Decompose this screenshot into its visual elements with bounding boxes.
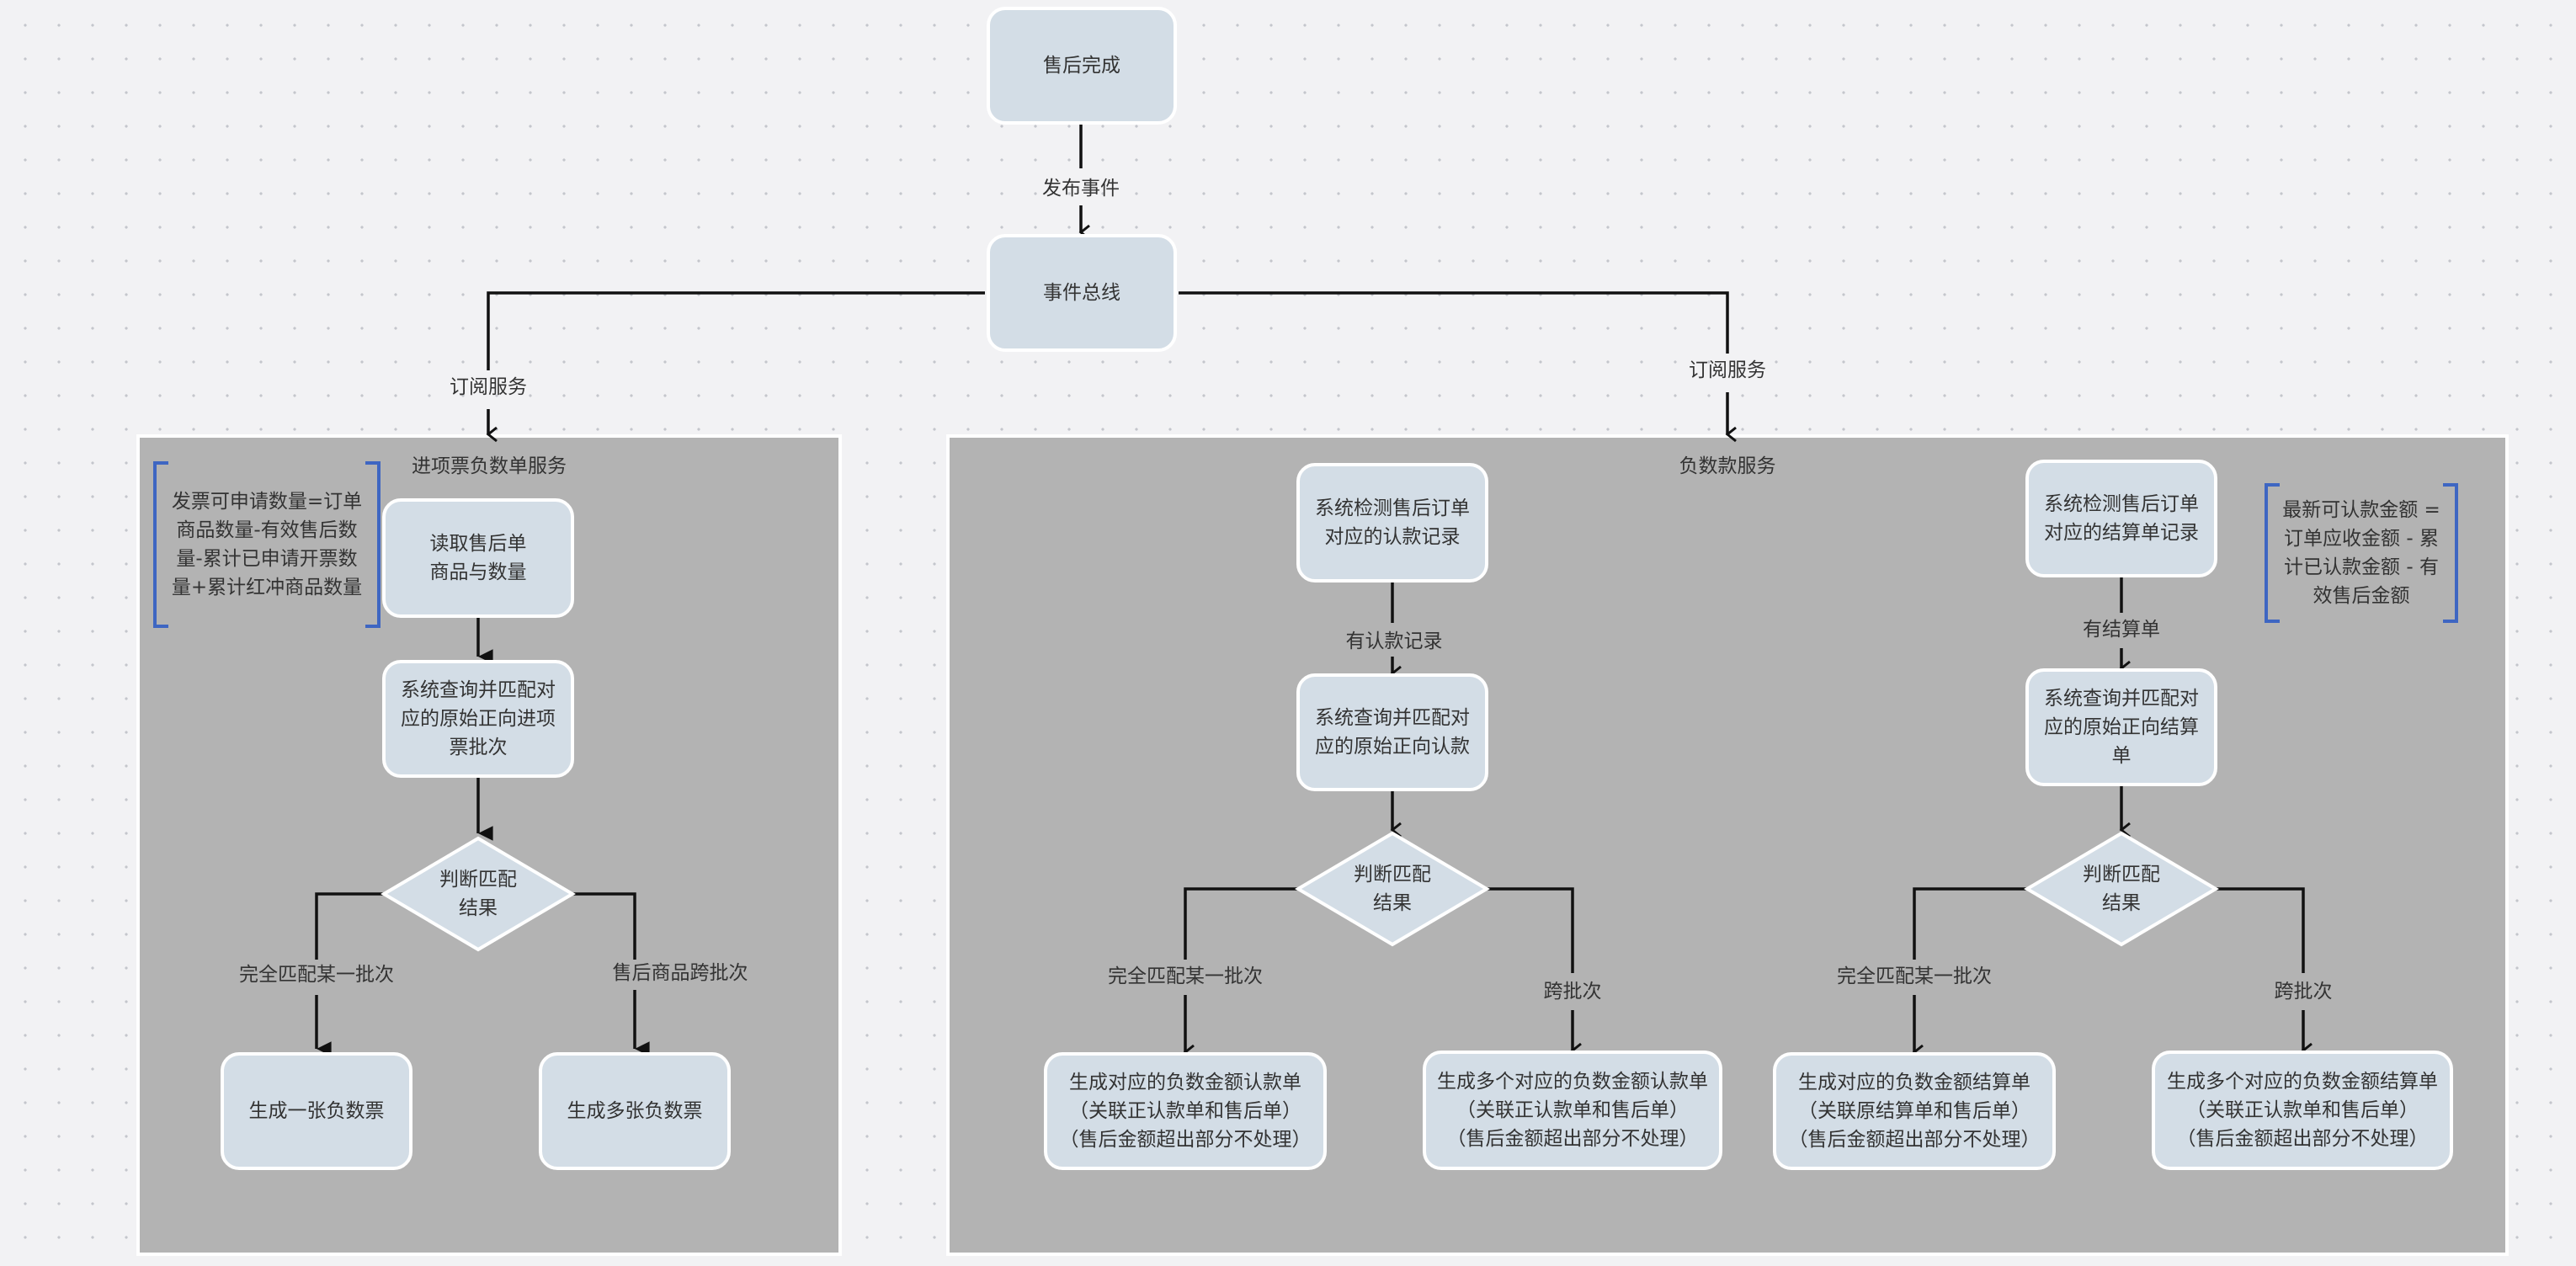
one-negative-invoice-node[interactable]: 生成一张负数票 bbox=[221, 1052, 412, 1170]
invoice-service-title: 进项票负数单服务 bbox=[412, 455, 567, 477]
label-full-match-left: 完全匹配某一批次 bbox=[239, 964, 394, 986]
gen-neg-settlement-node[interactable]: 生成对应的负数金额结算单 （关联原结算单和售后单） （售后金额超出部分不处理） bbox=[1773, 1052, 2056, 1170]
query-claim-node[interactable]: 系统查询并匹配对 应的原始正向认款 bbox=[1296, 673, 1488, 791]
label-cross-batch-right: 跨批次 bbox=[2274, 981, 2333, 1003]
label-has-claim: 有认款记录 bbox=[1345, 630, 1443, 652]
label-full-match-mid: 完全匹配某一批次 bbox=[1108, 965, 1263, 987]
edge-bus-right bbox=[1179, 291, 1729, 354]
edge-judge-multi bbox=[571, 892, 636, 960]
multi-negative-invoice-node[interactable]: 生成多张负数票 bbox=[539, 1052, 731, 1170]
event-bus-node[interactable]: 事件总线 bbox=[987, 234, 1177, 352]
claim-formula-note: 最新可认款金额 = 订单应收金额 - 累 计已认款金额 - 有 效售后金额 bbox=[2265, 483, 2458, 623]
gen-multi-neg-settlement-node[interactable]: 生成多个对应的负数金额结算单 （关联正认款单和售后单） （售后金额超出部分不处理… bbox=[2152, 1051, 2453, 1170]
label-subscribe-left: 订阅服务 bbox=[450, 376, 527, 398]
label-subscribe-right: 订阅服务 bbox=[1689, 359, 1766, 381]
edge-judgemid-left bbox=[1184, 887, 1300, 960]
read-after-sale-node[interactable]: 读取售后单 商品与数量 bbox=[382, 498, 574, 618]
query-settlement-node[interactable]: 系统查询并匹配对 应的原始正向结算 单 bbox=[2025, 668, 2217, 786]
label-publish-event: 发布事件 bbox=[1042, 178, 1120, 199]
query-invoice-batch-node[interactable]: 系统查询并匹配对 应的原始正向进项 票批次 bbox=[382, 660, 574, 778]
detect-settlement-node[interactable]: 系统检测售后订单 对应的结算单记录 bbox=[2025, 460, 2217, 577]
label-full-match-right: 完全匹配某一批次 bbox=[1837, 965, 1992, 987]
after-sale-done-node[interactable]: 售后完成 bbox=[987, 7, 1177, 125]
edge-judgeright-right bbox=[2214, 887, 2305, 973]
label-cross-batch-mid: 跨批次 bbox=[1543, 981, 1602, 1003]
edge-judge-one bbox=[315, 892, 386, 960]
judge-mid-diamond bbox=[1295, 831, 1490, 947]
judge-right-diamond bbox=[2024, 831, 2219, 947]
negative-payment-service-title: 负数款服务 bbox=[1679, 455, 1776, 477]
gen-neg-claim-node[interactable]: 生成对应的负数金额认款单 （关联正认款单和售后单） （售后金额超出部分不处理） bbox=[1044, 1052, 1327, 1170]
edge-judgemid-right bbox=[1485, 887, 1574, 973]
judge-left-diamond bbox=[381, 836, 576, 952]
invoice-formula-note: 发票可申请数量=订单 商品数量-有效售后数 量-累计已申请开票数 量+累计红冲商… bbox=[153, 461, 381, 628]
detect-claim-node[interactable]: 系统检测售后订单 对应的认款记录 bbox=[1296, 463, 1488, 582]
label-cross-batch-left: 售后商品跨批次 bbox=[612, 962, 748, 984]
label-has-settlement: 有结算单 bbox=[2083, 619, 2160, 641]
gen-multi-neg-claim-node[interactable]: 生成多个对应的负数金额认款单 （关联正认款单和售后单） （售后金额超出部分不处理… bbox=[1423, 1051, 1722, 1170]
edge-bus-left bbox=[487, 291, 985, 370]
edge-judgeright-left bbox=[1913, 887, 2029, 960]
